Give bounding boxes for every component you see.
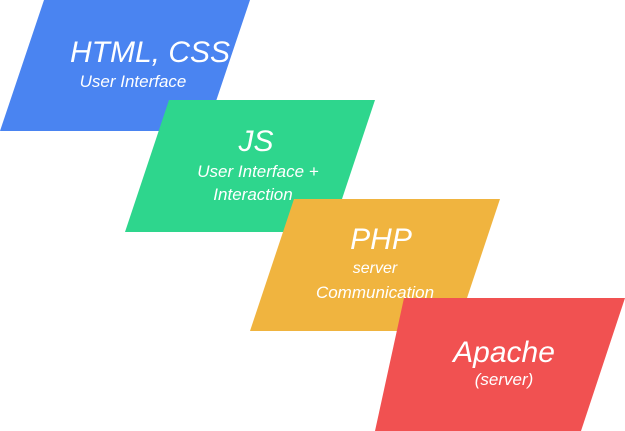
js-subtitle-line-2: Interaction	[213, 185, 293, 204]
php-subtitle-line-1: server	[352, 260, 398, 277]
html-css-block: HTML, CSS User Interface	[0, 0, 250, 131]
js-title: JS	[238, 125, 274, 158]
php-title: PHP	[350, 223, 412, 256]
html-css-subtitle: User Interface	[79, 72, 187, 91]
html-css-shape	[0, 0, 250, 131]
html-css-parallelogram	[0, 0, 250, 131]
apache-shape	[375, 298, 625, 431]
html-css-title: HTML, CSS	[69, 36, 231, 69]
apache-subtitle: (server)	[474, 370, 534, 389]
apache-parallelogram	[375, 298, 625, 431]
php-subtitle-line-2: Communication	[315, 283, 435, 302]
apache-block: Apache (server)	[375, 298, 625, 431]
js-subtitle-line-1: User Interface +	[197, 162, 319, 181]
apache-title: Apache	[453, 336, 555, 369]
